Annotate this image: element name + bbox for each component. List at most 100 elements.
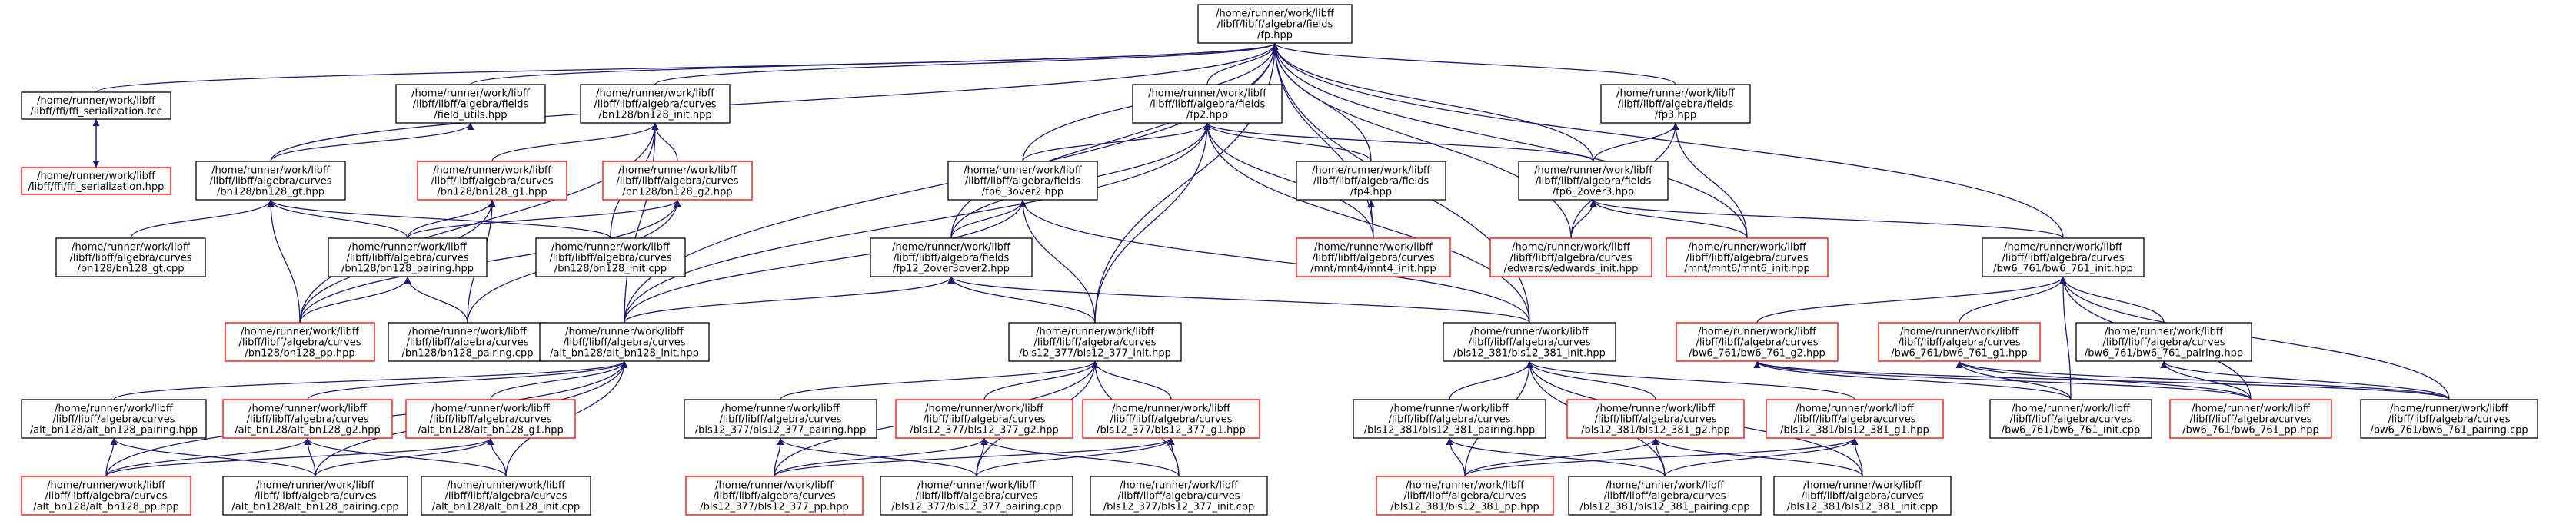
node-alt_pairing_hpp[interactable]: /home/runner/work/libff/libff/libff/alge… [21, 399, 207, 439]
node-box[interactable] [21, 167, 171, 195]
node-bw6_g2[interactable]: /home/runner/work/libff/libff/libff/alge… [1676, 322, 1839, 362]
node-box[interactable] [895, 399, 1073, 439]
node-box[interactable] [1489, 237, 1652, 277]
node-box[interactable] [1666, 237, 1829, 277]
node-box[interactable] [388, 322, 547, 362]
node-box[interactable] [195, 161, 346, 201]
node-box[interactable] [222, 399, 393, 439]
node-box[interactable] [405, 399, 576, 439]
node-bn128_g1_hpp[interactable]: /home/runner/work/libff/libff/libff/alge… [417, 161, 567, 201]
node-box[interactable] [602, 161, 753, 201]
node-box[interactable] [1296, 161, 1446, 201]
node-bn128_pairing_hpp[interactable]: /home/runner/work/libff/libff/libff/alge… [328, 237, 488, 277]
node-box[interactable] [1197, 4, 1353, 44]
node-fp[interactable]: /home/runner/work/libff/libff/libff/alge… [1197, 4, 1353, 44]
node-field_utils[interactable]: /home/runner/work/libff/libff/libff/alge… [395, 84, 546, 124]
node-edwards_init[interactable]: /home/runner/work/libff/libff/libff/alge… [1489, 237, 1652, 277]
node-box[interactable] [1566, 399, 1745, 439]
node-box[interactable] [1676, 322, 1839, 362]
node-box[interactable] [417, 161, 567, 201]
node-box[interactable] [21, 399, 207, 439]
node-box[interactable] [2075, 322, 2252, 362]
node-fp4[interactable]: /home/runner/work/libff/libff/libff/alge… [1296, 161, 1446, 201]
node-box[interactable] [580, 84, 731, 124]
node-fp6_2over3[interactable]: /home/runner/work/libff/libff/libff/alge… [1518, 161, 1669, 201]
node-box[interactable] [1600, 84, 1751, 124]
node-bw6_init_hpp[interactable]: /home/runner/work/libff/libff/libff/alge… [1982, 237, 2145, 277]
node-bls377_init_cpp[interactable]: /home/runner/work/libff/libff/libff/alge… [1090, 476, 1268, 516]
node-bn128_gt_cpp[interactable]: /home/runner/work/libff/libff/libff/alge… [55, 237, 206, 277]
node-box[interactable] [684, 399, 877, 439]
node-box[interactable] [1008, 322, 1182, 362]
node-box[interactable] [1982, 237, 2145, 277]
node-box[interactable] [535, 237, 686, 277]
node-box[interactable] [421, 476, 591, 516]
node-alt_pp[interactable]: /home/runner/work/libff/libff/libff/alge… [21, 476, 191, 516]
node-box[interactable] [1296, 237, 1451, 277]
node-box[interactable] [55, 237, 206, 277]
node-box[interactable] [1132, 84, 1283, 124]
node-bw6_pp[interactable]: /home/runner/work/libff/libff/libff/alge… [2169, 399, 2332, 439]
node-alt_pairing_cpp[interactable]: /home/runner/work/libff/libff/libff/alge… [222, 476, 408, 516]
node-bls377_g2[interactable]: /home/runner/work/libff/libff/libff/alge… [895, 399, 1073, 439]
node-bls377_pp[interactable]: /home/runner/work/libff/libff/libff/alge… [685, 476, 864, 516]
node-bls381_g2[interactable]: /home/runner/work/libff/libff/libff/alge… [1566, 399, 1745, 439]
node-box[interactable] [880, 476, 1073, 516]
node-ffi_hpp[interactable]: /home/runner/work/libff/libff/ffi/ffi_se… [21, 167, 171, 195]
node-box[interactable] [1082, 399, 1260, 439]
node-bn128_init_cpp[interactable]: /home/runner/work/libff/libff/libff/alge… [535, 237, 686, 277]
node-bn128_init_hpp[interactable]: /home/runner/work/libff/libff/libff/alge… [580, 84, 731, 124]
node-fp2[interactable]: /home/runner/work/libff/libff/libff/alge… [1132, 84, 1283, 124]
node-bls377_g1[interactable]: /home/runner/work/libff/libff/libff/alge… [1082, 399, 1260, 439]
node-box[interactable] [21, 476, 191, 516]
node-bls381_pairing_hpp[interactable]: /home/runner/work/libff/libff/libff/alge… [1353, 399, 1546, 439]
node-box[interactable] [1878, 322, 2041, 362]
node-bls377_pairing_cpp[interactable]: /home/runner/work/libff/libff/libff/alge… [880, 476, 1073, 516]
node-box[interactable] [2169, 399, 2332, 439]
node-box[interactable] [1443, 322, 1616, 362]
node-bls381_init_hpp[interactable]: /home/runner/work/libff/libff/libff/alge… [1443, 322, 1616, 362]
node-bn128_pp_hpp[interactable]: /home/runner/work/libff/libff/libff/alge… [225, 322, 375, 362]
node-box[interactable] [328, 237, 488, 277]
node-box[interactable] [222, 476, 408, 516]
node-fp6_3over2[interactable]: /home/runner/work/libff/libff/libff/alge… [947, 161, 1098, 201]
node-box[interactable] [1376, 476, 1554, 516]
node-bn128_pairing_cpp[interactable]: /home/runner/work/libff/libff/libff/alge… [388, 322, 547, 362]
node-box[interactable] [21, 91, 171, 120]
node-box[interactable] [395, 84, 546, 124]
node-alt_init_hpp[interactable]: /home/runner/work/libff/libff/libff/alge… [539, 322, 710, 362]
node-box[interactable] [1773, 476, 1952, 516]
node-bw6_g1[interactable]: /home/runner/work/libff/libff/libff/alge… [1878, 322, 2041, 362]
node-box[interactable] [2360, 399, 2538, 439]
node-bw6_pairing_hpp[interactable]: /home/runner/work/libff/libff/libff/alge… [2075, 322, 2252, 362]
node-fp3[interactable]: /home/runner/work/libff/libff/libff/alge… [1600, 84, 1751, 124]
node-box[interactable] [870, 237, 1033, 277]
node-box[interactable] [947, 161, 1098, 201]
node-box[interactable] [1090, 476, 1268, 516]
node-fp12[interactable]: /home/runner/work/libff/libff/libff/alge… [870, 237, 1033, 277]
node-alt_g2[interactable]: /home/runner/work/libff/libff/libff/alge… [222, 399, 393, 439]
node-ffi_tcc[interactable]: /home/runner/work/libff/libff/ffi/ffi_se… [21, 91, 171, 120]
node-bn128_gt_hpp[interactable]: /home/runner/work/libff/libff/libff/alge… [195, 161, 346, 201]
node-box[interactable] [685, 476, 864, 516]
node-bls377_pairing_hpp[interactable]: /home/runner/work/libff/libff/libff/alge… [684, 399, 877, 439]
node-bls381_init_cpp[interactable]: /home/runner/work/libff/libff/libff/alge… [1773, 476, 1952, 516]
node-box[interactable] [1353, 399, 1546, 439]
node-mnt4_init[interactable]: /home/runner/work/libff/libff/libff/alge… [1296, 237, 1451, 277]
node-alt_init_cpp[interactable]: /home/runner/work/libff/libff/libff/alge… [421, 476, 591, 516]
node-box[interactable] [1766, 399, 1944, 439]
node-bw6_pairing_cpp[interactable]: /home/runner/work/libff/libff/libff/alge… [2360, 399, 2538, 439]
node-box[interactable] [1989, 399, 2152, 439]
node-bls381_g1[interactable]: /home/runner/work/libff/libff/libff/alge… [1766, 399, 1944, 439]
node-mnt6_init[interactable]: /home/runner/work/libff/libff/libff/alge… [1666, 237, 1829, 277]
node-box[interactable] [1518, 161, 1669, 201]
node-bls381_pairing_cpp[interactable]: /home/runner/work/libff/libff/libff/alge… [1568, 476, 1762, 516]
node-box[interactable] [225, 322, 375, 362]
node-bls377_init_hpp[interactable]: /home/runner/work/libff/libff/libff/alge… [1008, 322, 1182, 362]
node-bw6_init_cpp[interactable]: /home/runner/work/libff/libff/libff/alge… [1989, 399, 2152, 439]
node-bls381_pp[interactable]: /home/runner/work/libff/libff/libff/alge… [1376, 476, 1554, 516]
node-alt_g1[interactable]: /home/runner/work/libff/libff/libff/alge… [405, 399, 576, 439]
node-box[interactable] [539, 322, 710, 362]
node-box[interactable] [1568, 476, 1762, 516]
node-bn128_g2_hpp[interactable]: /home/runner/work/libff/libff/libff/alge… [602, 161, 753, 201]
